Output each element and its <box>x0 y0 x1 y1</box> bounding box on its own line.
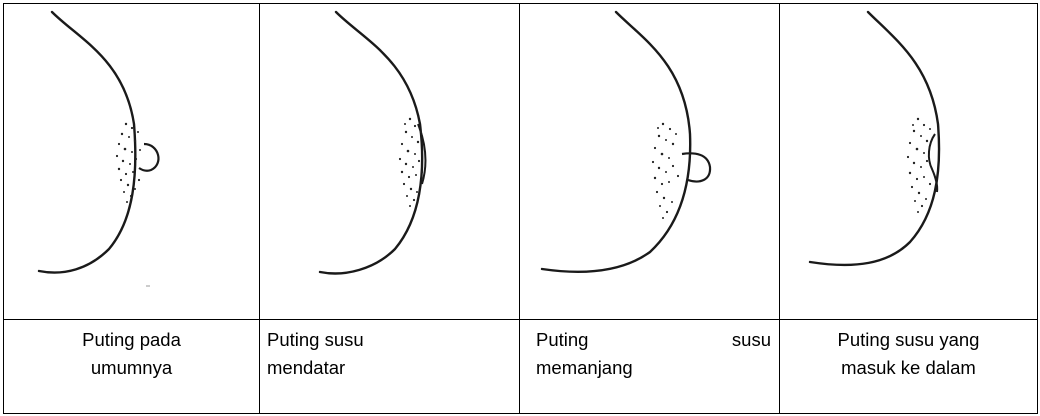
caption-line: Puting pada <box>4 326 259 354</box>
caption-word: Puting <box>536 326 588 354</box>
table-border-middle <box>3 319 1038 320</box>
caption-word: susu <box>732 326 771 354</box>
table-border-right <box>1037 3 1038 414</box>
table-border-bottom <box>3 413 1038 414</box>
caption-flat-nipple: Puting susu mendatar <box>267 326 512 382</box>
breast-nipple-elongated-icon <box>520 4 779 319</box>
breast-nipple-inverted-icon <box>780 4 1037 319</box>
caption-inverted-nipple: Puting susu yang masuk ke dalam <box>780 326 1037 382</box>
caption-line: memanjang <box>536 354 771 382</box>
breast-nipple-flat-icon <box>260 4 519 319</box>
caption-elongated-nipple: Puting susu memanjang <box>536 326 771 382</box>
caption-line: umumnya <box>4 354 259 382</box>
caption-line: Puting susu yang <box>780 326 1037 354</box>
caption-line: mendatar <box>267 354 512 382</box>
caption-line: Puting susu <box>267 326 512 354</box>
caption-line: masuk ke dalam <box>780 354 1037 382</box>
caption-normal-nipple: Puting pada umumnya <box>4 326 259 382</box>
breast-nipple-normal-icon <box>4 4 259 319</box>
caption-justified-line: Puting susu <box>536 326 771 354</box>
